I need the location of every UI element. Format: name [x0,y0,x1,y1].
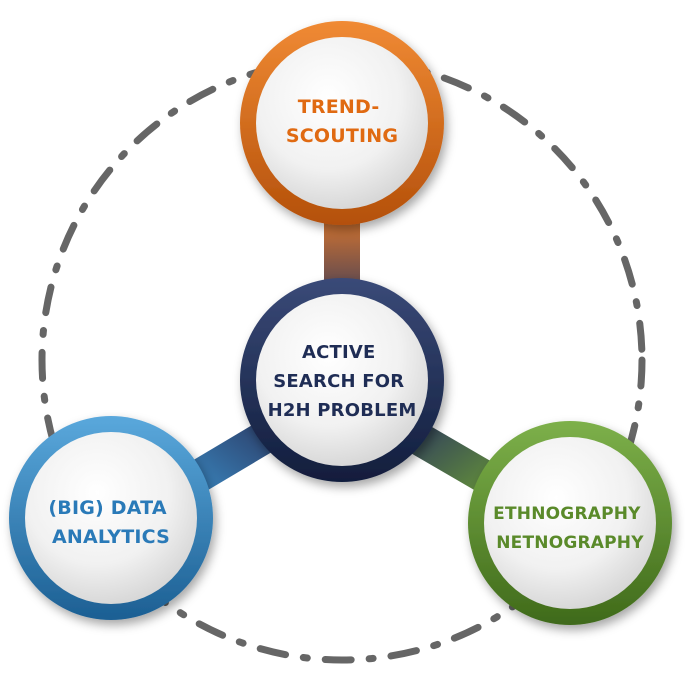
connector-left [180,418,282,496]
active-search-line2: SEARCH FOR [273,371,404,392]
node-ethnography-netnography [468,421,672,625]
trend-scouting-line2: SCOUTING [286,125,398,147]
ethnography-line2: NETNOGRAPHY [496,533,644,553]
big-data-line2: ANALYTICS [52,526,170,548]
node-big-data-analytics-label: (BIG) DATA ANALYTICS [48,497,173,548]
node-active-search [240,278,444,482]
big-data-line1: (BIG) DATA [48,497,166,519]
node-trend-scouting-label: TREND- SCOUTING [286,96,398,147]
active-search-line3: H2H PROBLEM [268,400,417,421]
active-search-line1: ACTIVE [302,342,376,363]
ethnography-line1: ETHNOGRAPHY [493,504,641,524]
node-active-search-label: ACTIVE SEARCH FOR H2H PROBLEM [268,342,417,421]
trend-scouting-line1: TREND- [298,96,380,118]
node-big-data-analytics [9,416,213,620]
node-trend-scouting [240,21,444,225]
node-ethnography-netnography-label: ETHNOGRAPHY NETNOGRAPHY [493,504,647,553]
